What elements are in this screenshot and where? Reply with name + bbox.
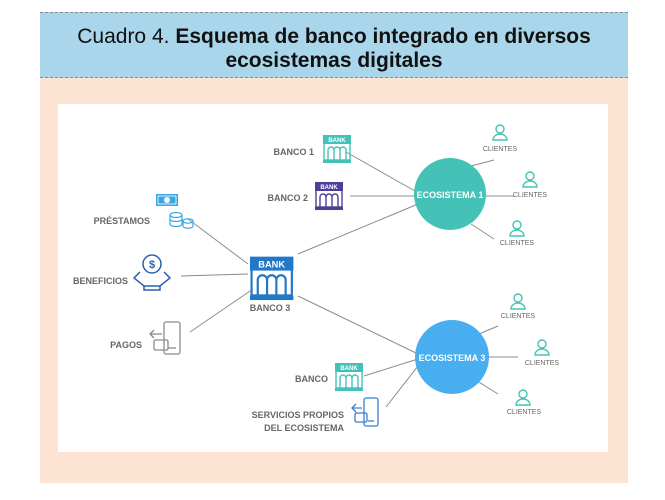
diagram-canvas: BANCO 1 BANK BANCO 2 BANK BANK BANCO 3 P… <box>58 104 608 452</box>
ecosistema3-node: ECOSISTEMA 3 <box>415 320 489 394</box>
connector-banco3-eco1 <box>297 203 419 255</box>
bank-icon: BANK <box>334 362 364 392</box>
client-eco3-3: CLIENTES <box>507 389 542 416</box>
client-label: CLIENTES <box>513 192 548 199</box>
client-eco3-1: CLIENTES <box>501 293 536 320</box>
prestamos-label: PRÉSTAMOS <box>94 216 150 226</box>
banco3-node: BANK BANCO 3 <box>248 255 295 313</box>
connector-prestamos <box>187 218 249 265</box>
ecosistema3-label: ECOSISTEMA 3 <box>419 353 486 363</box>
diagram-svg: BANCO 1 BANK BANCO 2 BANK BANK BANCO 3 P… <box>73 124 560 433</box>
pagos-node: PAGOS <box>110 321 181 355</box>
connector-banco1-eco1 <box>345 151 416 192</box>
svg-text:$: $ <box>149 259 155 271</box>
user-icon <box>492 124 508 141</box>
connector-eco1-client3 <box>470 223 495 240</box>
client-label: CLIENTES <box>500 240 535 247</box>
banco-label: BANCO <box>295 374 328 384</box>
banco1-node: BANCO 1 BANK <box>273 134 352 164</box>
servicios-label-line1: SERVICIOS PROPIOS <box>252 410 344 420</box>
bank-icon: BANK <box>322 134 352 164</box>
client-label: CLIENTES <box>501 313 536 320</box>
page-title-line1: Cuadro 4. Esquema de banco integrado en … <box>40 25 628 49</box>
bank-sign: BANK <box>328 138 346 144</box>
ecosistema1-node: ECOSISTEMA 1 <box>414 158 486 230</box>
bank-icon: BANK <box>314 181 344 211</box>
user-icon <box>522 171 538 188</box>
banco2-label: BANCO 2 <box>267 193 308 203</box>
title-text: Esquema de banco integrado en diversos <box>175 25 591 48</box>
client-eco1-3: CLIENTES <box>500 220 535 247</box>
beneficios-node: BENEFICIOS $ <box>73 254 172 291</box>
client-eco1-2: CLIENTES <box>513 171 548 199</box>
connector-beneficios <box>180 273 249 277</box>
client-label: CLIENTES <box>483 146 518 153</box>
title-prefix: Cuadro 4. <box>77 25 170 48</box>
pagos-label: PAGOS <box>110 340 142 350</box>
mobile-payment-icon <box>149 321 181 355</box>
bank-icon: BANK <box>248 255 295 302</box>
beneficios-label: BENEFICIOS <box>73 276 128 286</box>
bank-sign: BANK <box>340 366 358 372</box>
coins-icon <box>169 211 194 229</box>
user-icon <box>515 389 531 406</box>
user-icon <box>509 220 525 237</box>
connector-banco3-eco3 <box>297 295 419 355</box>
user-icon <box>510 293 526 310</box>
ecosistema1-circle <box>414 158 486 230</box>
money-icon <box>156 194 178 206</box>
banco1-label: BANCO 1 <box>273 147 314 157</box>
servicios-label-line2: DEL ECOSISTEMA <box>264 423 344 433</box>
bank-sign: BANK <box>258 260 285 270</box>
ecosistema1-label: ECOSISTEMA 1 <box>417 190 484 200</box>
prestamos-node: PRÉSTAMOS <box>94 194 194 229</box>
title-band: Cuadro 4. Esquema de banco integrado en … <box>40 12 628 78</box>
client-label: CLIENTES <box>525 360 560 367</box>
benefits-box-icon: $ <box>132 254 172 291</box>
banco2-node: BANCO 2 BANK <box>267 181 344 211</box>
bank-sign: BANK <box>320 185 338 191</box>
mobile-payment-icon <box>351 397 379 427</box>
connector-eco1-client1 <box>470 159 495 167</box>
client-eco3-2: CLIENTES <box>525 339 560 367</box>
banco3-label: BANCO 3 <box>250 303 291 313</box>
client-eco1-1: CLIENTES <box>483 124 518 153</box>
ecosistema3-circle <box>415 320 489 394</box>
connector-banco-eco3 <box>363 358 419 377</box>
banco-node: BANCO BANK <box>295 362 364 392</box>
user-icon <box>534 339 550 356</box>
connector-servicios-eco3 <box>385 365 419 408</box>
connector-pagos <box>189 288 254 333</box>
servicios-node: SERVICIOS PROPIOS DEL ECOSISTEMA <box>252 397 379 433</box>
page-title-line2: ecosistemas digitales <box>225 49 443 72</box>
client-label: CLIENTES <box>507 409 542 416</box>
